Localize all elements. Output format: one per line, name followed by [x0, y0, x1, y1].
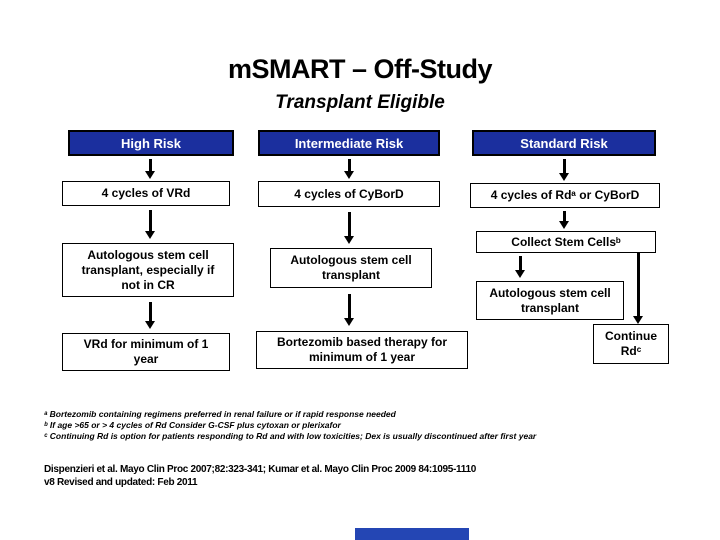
- footnote-b: ᵇ If age >65 or > 4 cycles of Rd Conside…: [44, 420, 341, 430]
- footer-accent-bar: [355, 528, 469, 540]
- column-header-intermediate-risk: Intermediate Risk: [258, 130, 440, 156]
- down-arrow-icon: [144, 302, 156, 329]
- down-arrow-icon: [343, 212, 355, 244]
- citation-line-1: Dispenzieri et al. Mayo Clin Proc 2007;8…: [44, 464, 476, 475]
- page-subtitle: Transplant Eligible: [275, 92, 445, 113]
- flow-box-standard-3: Autologous stem cell transplant: [476, 281, 624, 320]
- arrow-head: [515, 270, 525, 278]
- down-arrow-icon: [144, 210, 156, 239]
- arrow-stem: [518, 256, 522, 270]
- arrow-stem: [562, 211, 566, 221]
- arrow-head: [344, 171, 354, 179]
- down-arrow-icon: [558, 211, 570, 229]
- arrow-stem: [347, 294, 351, 318]
- arrow-stem: [347, 159, 351, 171]
- arrow-head: [559, 221, 569, 229]
- arrow-head: [633, 316, 643, 324]
- arrow-head: [344, 236, 354, 244]
- arrow-stem: [148, 210, 152, 231]
- footnote-a: ᵃ Bortezomib containing regimens preferr…: [44, 409, 396, 419]
- down-arrow-icon: [514, 256, 526, 278]
- column-header-high-risk: High Risk: [68, 130, 234, 156]
- flow-box-high-3: VRd for minimum of 1 year: [62, 333, 230, 371]
- arrow-head: [559, 173, 569, 181]
- footnote-c: ᶜ Continuing Rd is option for patients r…: [44, 431, 537, 441]
- column-header-standard-risk: Standard Risk: [472, 130, 656, 156]
- flow-box-standard-1: 4 cycles of Rdᵃ or CyBorD: [470, 183, 660, 208]
- down-arrow-icon: [343, 294, 355, 326]
- page-title: mSMART – Off-Study: [228, 54, 493, 84]
- flow-box-intermediate-2: Autologous stem cell transplant: [270, 248, 432, 288]
- flow-box-standard-2: Collect Stem Cellsᵇ: [476, 231, 656, 253]
- down-arrow-icon: [343, 159, 355, 179]
- flow-box-standard-4: Continue Rdᶜ: [593, 324, 669, 364]
- connector-line: [637, 253, 640, 317]
- flow-box-high-2: Autologous stem cell transplant, especia…: [62, 243, 234, 297]
- arrow-head: [145, 231, 155, 239]
- flow-box-high-1: 4 cycles of VRd: [62, 181, 230, 206]
- flow-box-intermediate-3: Bortezomib based therapy for minimum of …: [256, 331, 468, 369]
- arrow-stem: [562, 159, 566, 173]
- flow-box-intermediate-1: 4 cycles of CyBorD: [258, 181, 440, 207]
- arrow-head: [344, 318, 354, 326]
- arrow-head: [145, 171, 155, 179]
- arrow-stem: [148, 302, 152, 321]
- citation-line-2: v8 Revised and updated: Feb 2011: [44, 477, 198, 488]
- arrow-head: [145, 321, 155, 329]
- arrow-stem: [148, 159, 152, 171]
- down-arrow-icon: [558, 159, 570, 181]
- arrow-stem: [347, 212, 351, 236]
- down-arrow-icon: [144, 159, 156, 179]
